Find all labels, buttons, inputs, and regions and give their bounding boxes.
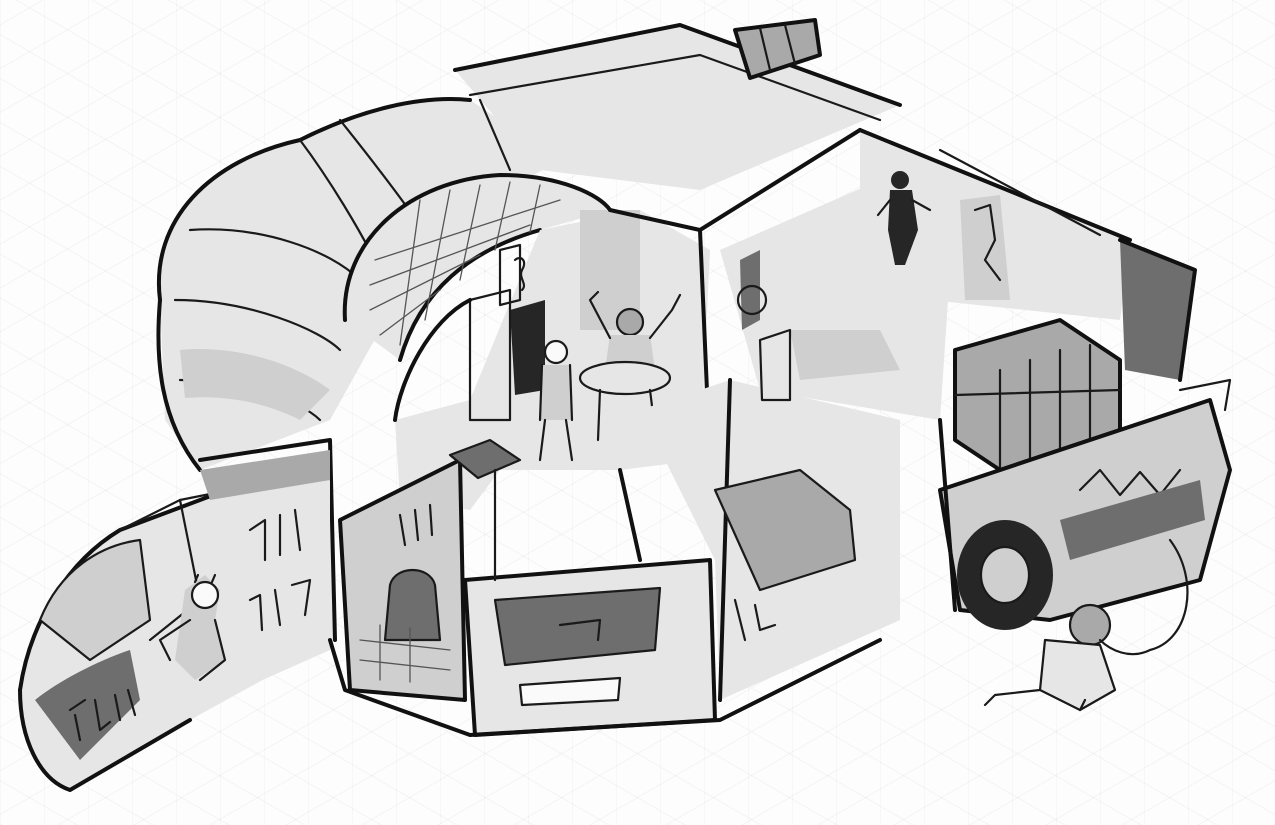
- hull-outline: [328, 128, 957, 737]
- antenna-panel: [448, 438, 522, 582]
- engine-compartment: [338, 458, 467, 702]
- crew-figure-table: [578, 290, 682, 442]
- dome-grid: [369, 181, 561, 346]
- glass-dome: [342, 173, 612, 362]
- bunk-compartment: [640, 378, 900, 702]
- pilot-figure: [158, 573, 227, 682]
- upper-deck: [858, 128, 1197, 382]
- mechanic-figure: [983, 538, 1189, 712]
- left-storage-bay: [230, 480, 330, 690]
- roof-plate: [453, 18, 902, 190]
- crew-figure-upper: [876, 171, 932, 265]
- center-console: [463, 558, 717, 737]
- rear-thruster: [938, 378, 1232, 630]
- crew-figure-standing: [538, 339, 574, 462]
